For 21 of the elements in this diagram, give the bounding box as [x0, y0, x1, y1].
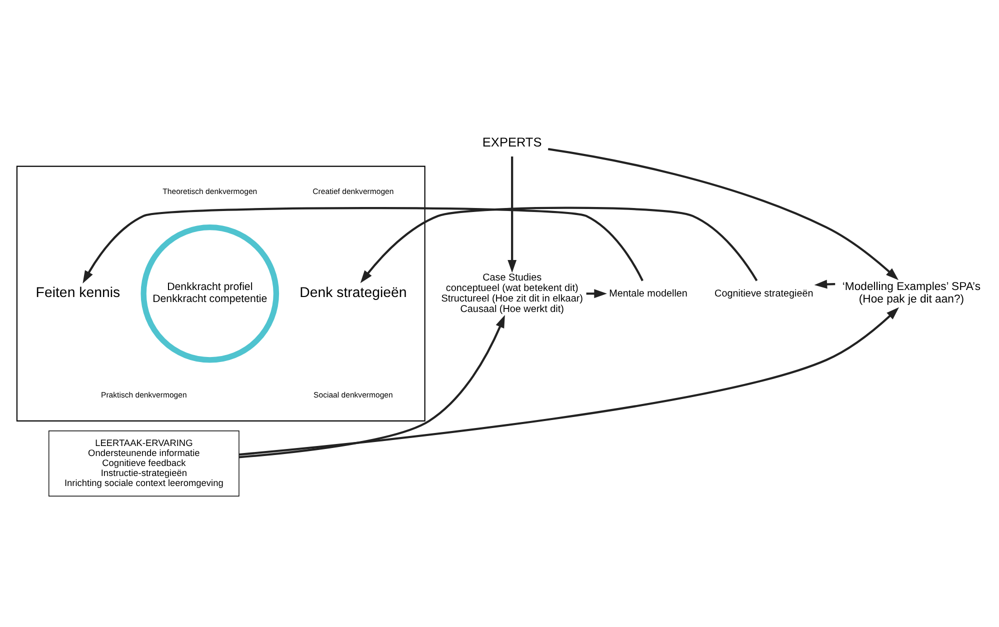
- node-text: Cognitieve strategieën: [714, 288, 814, 300]
- node-text: Denk strategieën: [300, 285, 407, 302]
- node-box: LEERTAAK-ERVARING Ondersteunende informatie Cognitieve feedback Instructie-strategieën Inrichting sociale context leeromgeving: [48, 430, 240, 497]
- node-text: Case Studies conceptueel (wat betekent dit) Structureel (Hoe zit dit in elkaar) Causaal (Hoe werkt dit): [441, 272, 583, 316]
- arrow: [238, 307, 900, 456]
- arrow: [82, 207, 644, 284]
- node-circle: Denkkracht profiel Denkkracht competentie: [140, 224, 280, 363]
- node-text: Sociaal denkvermogen: [314, 390, 393, 400]
- node-text: EXPERTS: [482, 134, 542, 150]
- arrow: [238, 314, 505, 458]
- node-text: Praktisch denkvermogen: [101, 390, 187, 400]
- node-text: Theoretisch denkvermogen: [162, 186, 258, 196]
- arrow: [548, 148, 899, 280]
- node-text: Feiten kennis: [36, 285, 120, 302]
- arrow: [508, 156, 517, 273]
- cluster: [16, 166, 426, 422]
- node-text: Creatief denkvermogen: [312, 186, 394, 196]
- node-text: Mentale modellen: [609, 288, 688, 300]
- arrow: [360, 206, 758, 284]
- node-text: ‘Modelling Examples’ SPA’s (Hoe pak je dit aan?): [842, 280, 981, 306]
- arrow: [814, 280, 836, 289]
